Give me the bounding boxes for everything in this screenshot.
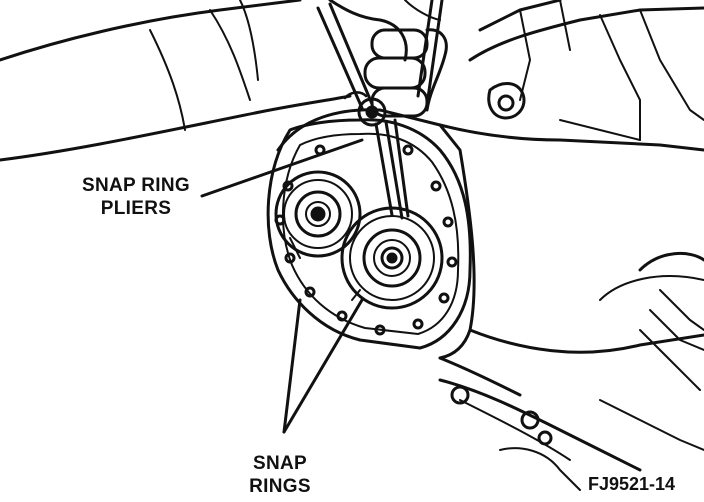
leader-lines (200, 138, 364, 434)
snap-rings-label: SNAP RINGS (230, 452, 330, 498)
pliers-leader-line (200, 138, 364, 198)
rings-label-line1: SNAP (253, 453, 307, 474)
pliers-label-line1: SNAP RING (82, 175, 190, 196)
rings-leader-line-left (282, 298, 302, 434)
snap-ring-pliers (316, 0, 444, 220)
rings-leader-line-right (282, 298, 364, 434)
technician-arm (0, 0, 352, 162)
rings-label-line2: RINGS (249, 476, 311, 497)
transmission-case (276, 0, 704, 491)
left-snap-ring-bearing (274, 170, 362, 259)
pliers-label-line2: PLIERS (100, 198, 172, 219)
pump-end-plate (266, 118, 472, 350)
snap-ring-pliers-label: SNAP RING PLIERS (66, 174, 206, 220)
figure-id: FJ9521-14 (588, 474, 676, 494)
right-snap-ring-bearing (340, 206, 444, 310)
